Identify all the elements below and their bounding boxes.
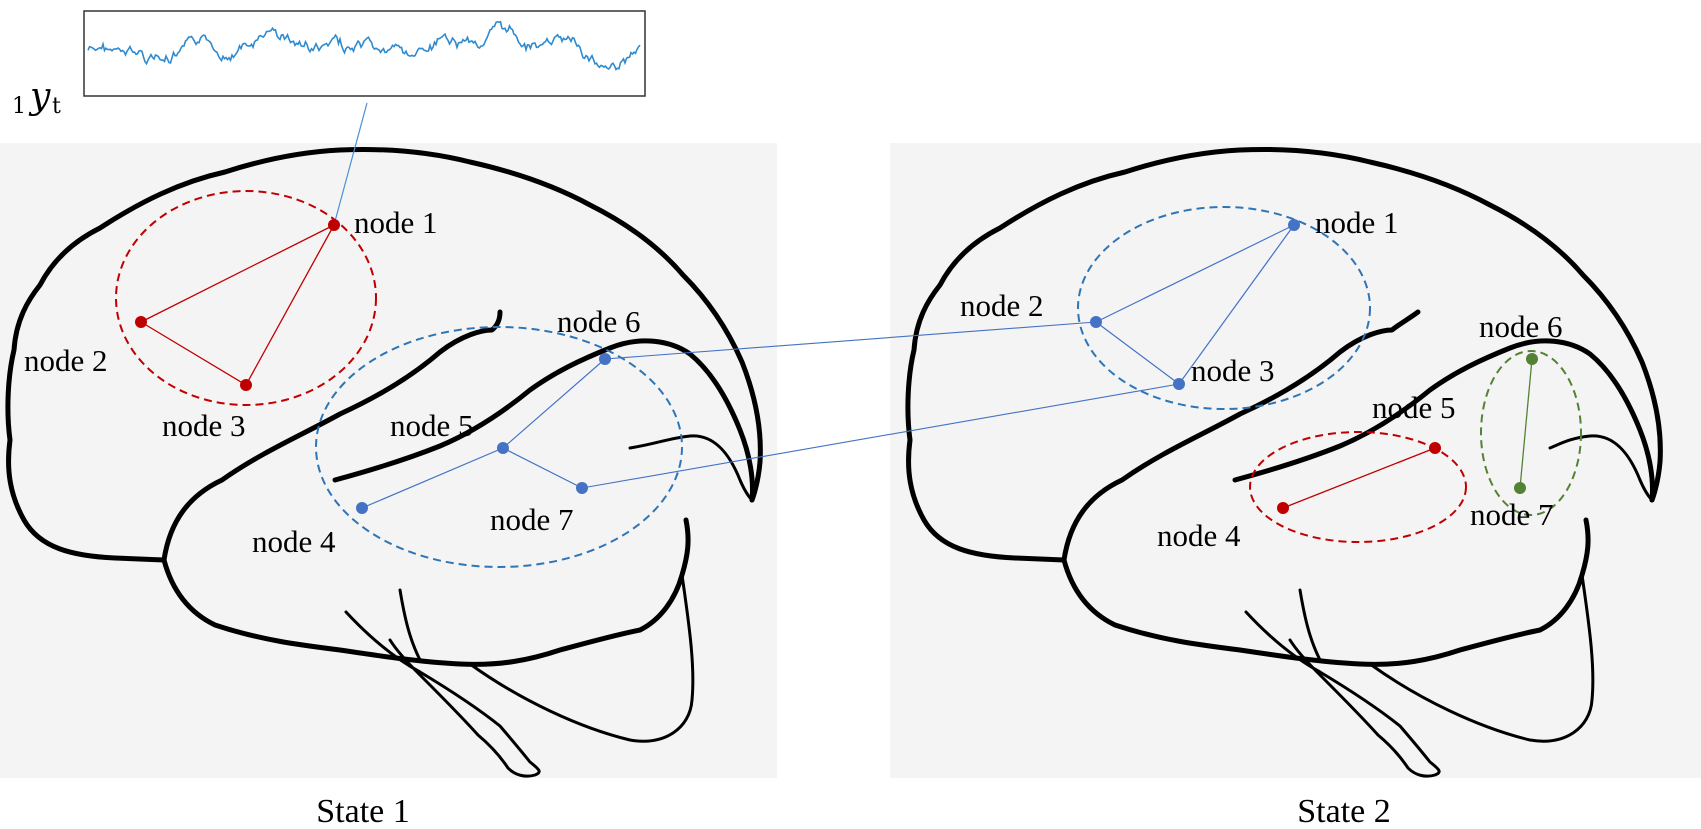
state-1-node-3 [240,379,252,391]
state-1-red-cluster [115,190,377,406]
state-1-node-4 [356,502,368,514]
state-2-node-7-label: node 7 [1470,497,1554,532]
edge-s1-n1-n3 [245,224,335,386]
edge-s1-n5-n6 [502,358,606,449]
state-1-caption: State 1 [316,793,409,829]
state-2-node-3 [1173,378,1185,390]
state-1-node-7 [576,482,588,494]
state-1-red-edges [140,224,335,386]
edge-s1-n1-n2 [140,224,335,323]
state-1-node-2-label: node 2 [24,343,108,378]
state-2-caption: State 2 [1297,793,1390,829]
edge-s1-n2-n3 [140,321,247,386]
state-2-node-3-label: node 3 [1191,353,1275,388]
state-2-node-4 [1277,502,1289,514]
state-2-blue-cluster [1077,206,1371,410]
state-2-node-5 [1429,442,1441,454]
state-2-red-cluster [1249,431,1467,543]
edge-s2-n1-n3 [1178,224,1295,385]
edge-s2-n6-n7 [1519,358,1533,489]
state-2-node-2 [1090,316,1102,328]
signal-label: 1 y t [12,76,61,119]
state-1-node-6-label: node 6 [557,304,641,339]
state-2-node-4-label: node 4 [1157,518,1241,553]
edge-s2-n4-n5 [1282,447,1436,509]
link-s1-n6-to-s2-n2 [604,321,1097,360]
state-1-node-7-label: node 7 [490,502,574,537]
edge-s2-n1-n2 [1095,224,1295,323]
state-1-node-2 [135,316,147,328]
signal-label-subscript: t [52,94,61,119]
state-2-node-6 [1526,353,1538,365]
state-1-node-3-label: node 3 [162,408,246,443]
edge-s2-n2-n3 [1095,321,1180,385]
state-1-blue-cluster [315,326,683,568]
signal-trace [87,20,641,71]
state-2-node-5-label: node 5 [1372,390,1456,425]
state-1-node-4-label: node 4 [252,524,336,559]
brain-1-outline [5,147,763,778]
state-1-node-1 [328,219,340,231]
state-1-node-6 [599,353,611,365]
signal-connector-line [333,102,368,226]
state-2-blue-edges [1095,224,1295,385]
state-1-node-5-label: node 5 [390,408,474,443]
signal-label-main: y [28,76,51,117]
state-2-node-6-label: node 6 [1479,309,1563,344]
state-2-node-2-label: node 2 [960,288,1044,323]
state-1-blue-edges [361,358,606,509]
edge-s1-n5-n7 [502,447,583,489]
signal-label-sub: 1 [12,94,26,119]
state-2-node-1-label: node 1 [1315,205,1399,240]
signal-box [83,10,646,97]
state-1-node-1-label: node 1 [354,205,438,240]
state-2-node-1 [1288,219,1300,231]
edge-s1-n4-n5 [361,447,504,509]
state-2-green-cluster [1480,350,1582,516]
state-1-node-5 [497,442,509,454]
brain-2-outline [905,147,1663,778]
link-s1-n7-to-s2-n3 [581,383,1180,489]
cross-state-links [581,321,1180,489]
state-2-node-7 [1514,482,1526,494]
state-1-panel [0,143,777,778]
